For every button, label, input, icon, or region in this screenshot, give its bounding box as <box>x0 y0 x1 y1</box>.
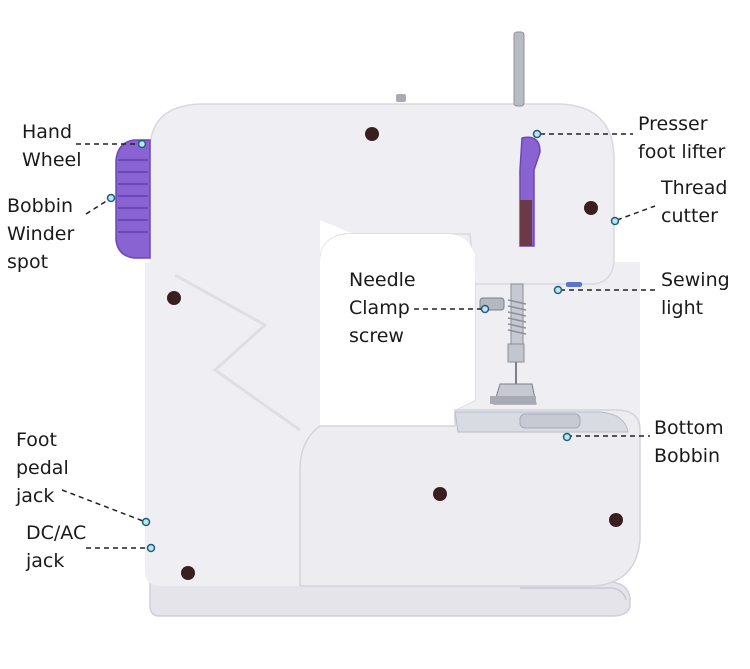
screw <box>365 127 379 141</box>
dot-hand-wheel <box>137 139 147 149</box>
label-dc-ac-jack: DC/AC jack <box>26 522 87 572</box>
label-sewing-light: Sewing light <box>661 269 730 319</box>
dot-bottom-bobbin <box>562 432 572 442</box>
dot-needle-clamp <box>480 304 490 314</box>
dot-foot-pedal-jack <box>141 517 151 527</box>
label-bottom-bobbin: Bottom Bobbin <box>654 417 724 467</box>
screw <box>167 291 181 305</box>
label-bobbin-winder-spot: Bobbin Winder spot <box>7 195 75 273</box>
sewing-light <box>566 282 582 287</box>
dot-dc-ac-jack <box>146 543 156 553</box>
bobbin-cover <box>519 413 581 429</box>
leader-bobbin-winder <box>85 199 109 215</box>
label-presser-foot-lifter: Presser foot lifter <box>638 113 726 163</box>
screw <box>433 487 447 501</box>
hand-wheel <box>115 139 151 259</box>
screw <box>181 566 195 580</box>
dot-sewing-light <box>553 285 563 295</box>
label-hand-wheel: Hand Wheel <box>22 121 82 171</box>
base-lip <box>520 587 627 601</box>
machine-base <box>149 581 631 617</box>
label-thread-cutter: Thread cutter <box>661 177 728 227</box>
spool-pin <box>513 31 525 107</box>
leader-foot-pedal-jack <box>61 489 144 522</box>
free-arm-bed <box>299 409 641 587</box>
dot-presser-foot <box>532 129 542 139</box>
leader-thread-cutter <box>616 205 656 221</box>
body-chevron <box>174 273 301 432</box>
label-foot-pedal-jack: Foot pedal jack <box>16 429 69 507</box>
dot-thread-cutter <box>610 216 620 226</box>
screw <box>584 201 598 215</box>
screw <box>609 513 623 527</box>
dot-bobbin-winder <box>106 193 116 203</box>
throat-opening <box>320 234 475 426</box>
label-needle-clamp-screw: Needle Clamp screw <box>349 269 416 347</box>
